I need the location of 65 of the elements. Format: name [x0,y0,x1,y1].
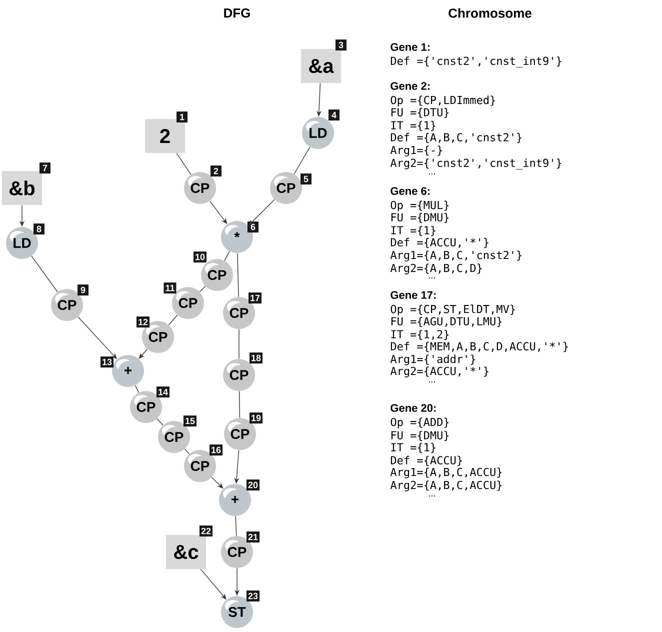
gene-field: Arg2={A,B,C,ACCU} [390,480,502,492]
number-tag: 14 [156,386,170,398]
number-tag: 6 [248,222,258,232]
gene-field: FU ={AGU,DTU,LMU} [391,316,502,328]
number-tag: 15 [184,416,196,426]
number-tag: 7 [40,162,50,174]
gene-field: Arg2={A,B,C,D} [390,264,482,274]
operation-node: LD [302,117,334,149]
gene-field: IT ={1} [391,226,436,236]
panel-title: DFG [224,8,250,18]
input-box: 2 [145,119,185,153]
number-tag: 8 [34,224,44,234]
number-tag: 20 [246,480,260,490]
gene-field: Op ={MUL} [390,200,449,212]
gene-field: Def ={MEM,A,B,C,D,ACCU,'*'} [390,342,568,352]
number-tag: 12 [136,316,150,328]
gene-field: FU ={DMU} [391,212,449,224]
gene-field: Def ={A,B,C,'cnst2'} [390,132,522,144]
gene-field: Def ={ACCU} [390,456,462,466]
number-tag: 16 [210,444,222,456]
gene-field: Def ={ACCU,'*'} [390,238,488,248]
gene-field: Op ={CP,LDImmed} [390,96,495,106]
number-tag: 21 [246,532,260,542]
number-tag: 2 [210,166,222,176]
gene-field: Op ={ADD} [390,418,449,428]
panel-title: Chromosome [448,8,532,18]
gene-field: Arg1={A,B,C,ACCU} [390,468,502,478]
operation-node: LD [6,227,38,259]
gene-heading: Gene 1: [390,43,430,51]
number-tag: 5 [300,174,312,184]
gene-field: IT ={1} [391,120,436,132]
input-box: &b [2,171,42,205]
gene-heading: Gene 2: [390,82,430,90]
number-tag: 4 [328,110,340,120]
number-tag: 11 [164,282,176,294]
number-tag: 3 [336,40,346,50]
input-box: &c [166,535,206,569]
number-tag: 22 [200,526,212,536]
gene-field: Arg1={'addr'} [390,354,476,366]
number-tag: 18 [250,352,262,364]
arrow [138,348,148,359]
gene-heading: Gene 17: [390,291,436,299]
copy-node: CP [201,259,233,291]
operation-node: + [112,355,144,387]
gene-field: Def ={'cnst2','cnst_int9'} [390,56,562,68]
number-tag: 1 [176,112,188,122]
number-tag: 23 [246,590,260,602]
number-tag: 9 [78,284,88,296]
gene-field: IT ={1,2} [391,330,449,340]
gene-field: FU ={DTU} [391,108,449,118]
gene-field: Arg2={ACCU,'*'} [390,366,488,378]
gene-field: Arg1={-} [390,146,442,156]
number-tag: 13 [100,356,114,368]
gene-heading: Gene 6: [390,187,430,195]
gene-field: FU ={DMU} [391,430,449,442]
gene-heading: Gene 20: [390,404,436,412]
number-tag: 19 [250,412,262,424]
input-box: &a [301,49,341,83]
copy-node: CP [270,172,302,204]
number-tag: 17 [248,292,262,304]
gene-field: Op ={CP,ST,ElDT,MV} [390,304,515,316]
gene-field: Arg1={A,B,C,'cnst2'} [390,250,522,262]
gene-field: Arg2={'cnst2','cnst_int9'} [390,158,562,170]
number-tag: 10 [194,252,206,262]
gene-field: IT ={1} [391,442,436,454]
